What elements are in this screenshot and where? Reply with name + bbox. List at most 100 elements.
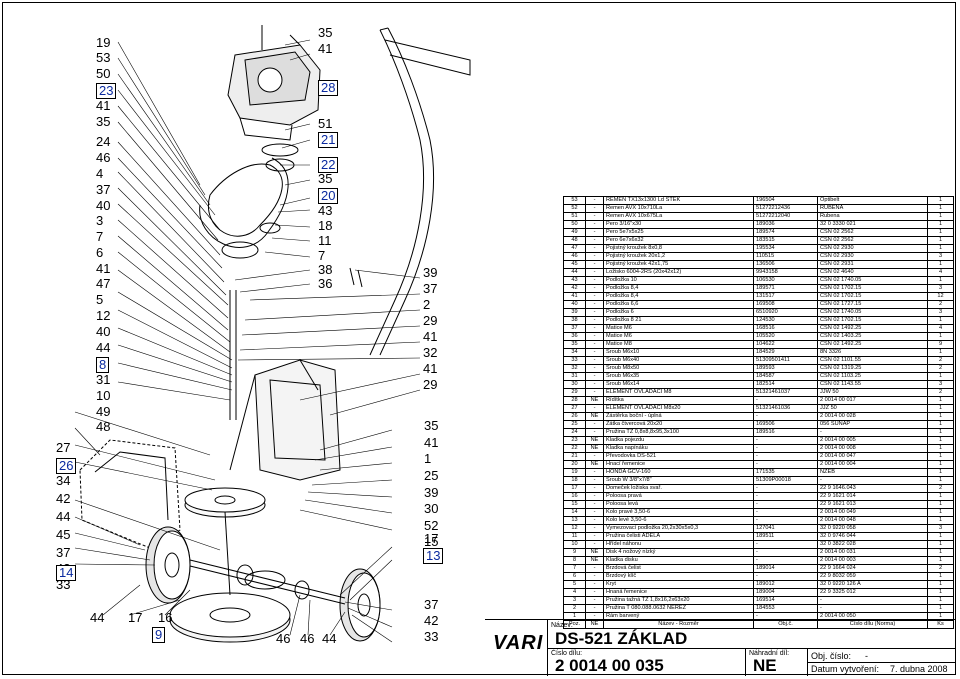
table-cell: - [585,596,604,605]
callout-label: 30 [424,501,439,516]
table-cell: 189012 [753,580,818,589]
table-cell: ŘEMEN TX13x1300 Ld ŠTĚK [603,196,754,205]
table-cell: Zástěrka boční - úplná [603,412,754,421]
table-cell: 182514 [753,380,818,389]
table-cell: - [585,476,604,485]
table-cell: - [585,212,604,221]
table-cell: - [585,468,604,477]
leader-lines [74,39,421,643]
callout-label: 19 [96,35,111,50]
callout-label: 41 [423,329,438,344]
table-cell: 22 9 3325 012 [817,588,928,597]
table-cell: Šroub M6x14 [603,380,754,389]
table-cell: 189593 [753,364,818,373]
table-cell: 15 [563,500,586,509]
table-cell: 1 [927,460,954,469]
table-cell: 37 [563,324,586,333]
table-cell: ČSN 02 1103.25 [817,372,928,381]
table-cell: Šroub M6x40 [603,356,754,365]
table-cell: 38 [563,316,586,325]
table-cell: 22 9 1664 024 [817,564,928,573]
table-cell: Pojistný kroužek 20x1,2 [603,252,754,261]
callout-label: 45 [56,527,71,542]
table-cell: 51272212040 [753,212,818,221]
table-cell: - [753,436,818,445]
table-cell: - [753,556,818,565]
table-cell: 46 [563,252,586,261]
callout-label: 41 [424,435,439,450]
callout-label: 35 [318,171,333,186]
table-cell: 106530 [753,276,818,285]
table-cell: Pojistný kroužek 8x0,8 [603,244,754,253]
table-cell: - [585,564,604,573]
table-cell: - [585,292,604,301]
blade-disk-illustration [169,487,291,643]
table-cell: NE [585,460,604,469]
table-cell: 23 [563,436,586,445]
table-cell: 1 [927,276,954,285]
table-cell: - [753,412,818,421]
table-cell: Hnaná řemenice [603,588,754,597]
table-cell: 184587 [753,372,818,381]
table-cell: - [585,332,604,341]
callout-label: 35 [96,114,111,129]
table-cell: 1 [927,204,954,213]
table-cell: - [585,380,604,389]
table-cell: Poloosa levá [603,500,754,509]
table-cell: 44 [563,268,586,277]
table-cell: - [585,308,604,317]
table-cell: 10 [563,540,586,549]
callout-label: 44 [96,340,111,355]
callout-label: 51 [318,116,333,131]
table-cell: 39 [563,308,586,317]
table-cell: NE [585,436,604,445]
table-cell: 47 [563,244,586,253]
table-cell: 1 [927,428,954,437]
callout-label: 25 [424,468,439,483]
table-cell: 27 [563,404,586,413]
table-cell: Šroub M6x10 [603,348,754,357]
callout-label: 7 [96,229,104,244]
callout-label: 41 [318,41,333,56]
table-cell: Hřídel náhonu [603,540,754,549]
table-cell: - [585,364,604,373]
callout-label: 35 [424,418,439,433]
table-cell: Pero 3/16"x30 [603,220,754,229]
callout-label: 17 [128,610,143,625]
table-cell: 52 [563,204,586,213]
table-cell: 9 [927,340,954,349]
table-cell: - [585,516,604,525]
callout-label: 23 [96,83,117,99]
table-cell: - [753,484,818,493]
table-cell: - [817,604,928,613]
table-cell: 168516 [753,324,818,333]
table-cell: 1 [927,444,954,453]
table-cell: 20 [563,460,586,469]
table-cell: Kolo levé 3,50-6 [603,516,754,525]
table-cell: 169508 [753,300,818,309]
table-cell: 1 [927,508,954,517]
table-cell: 1 [927,572,954,581]
table-cell: 1 [927,404,954,413]
table-cell: - [585,604,604,613]
callout-label: 37 [56,545,71,560]
table-cell: JJZ 50 [817,404,928,413]
callout-label: 16 [158,610,173,625]
table-cell: Kladka pojezdu [603,436,754,445]
table-cell: - [753,492,818,501]
table-cell: 136506 [753,260,818,269]
table-cell: 42 [563,284,586,293]
